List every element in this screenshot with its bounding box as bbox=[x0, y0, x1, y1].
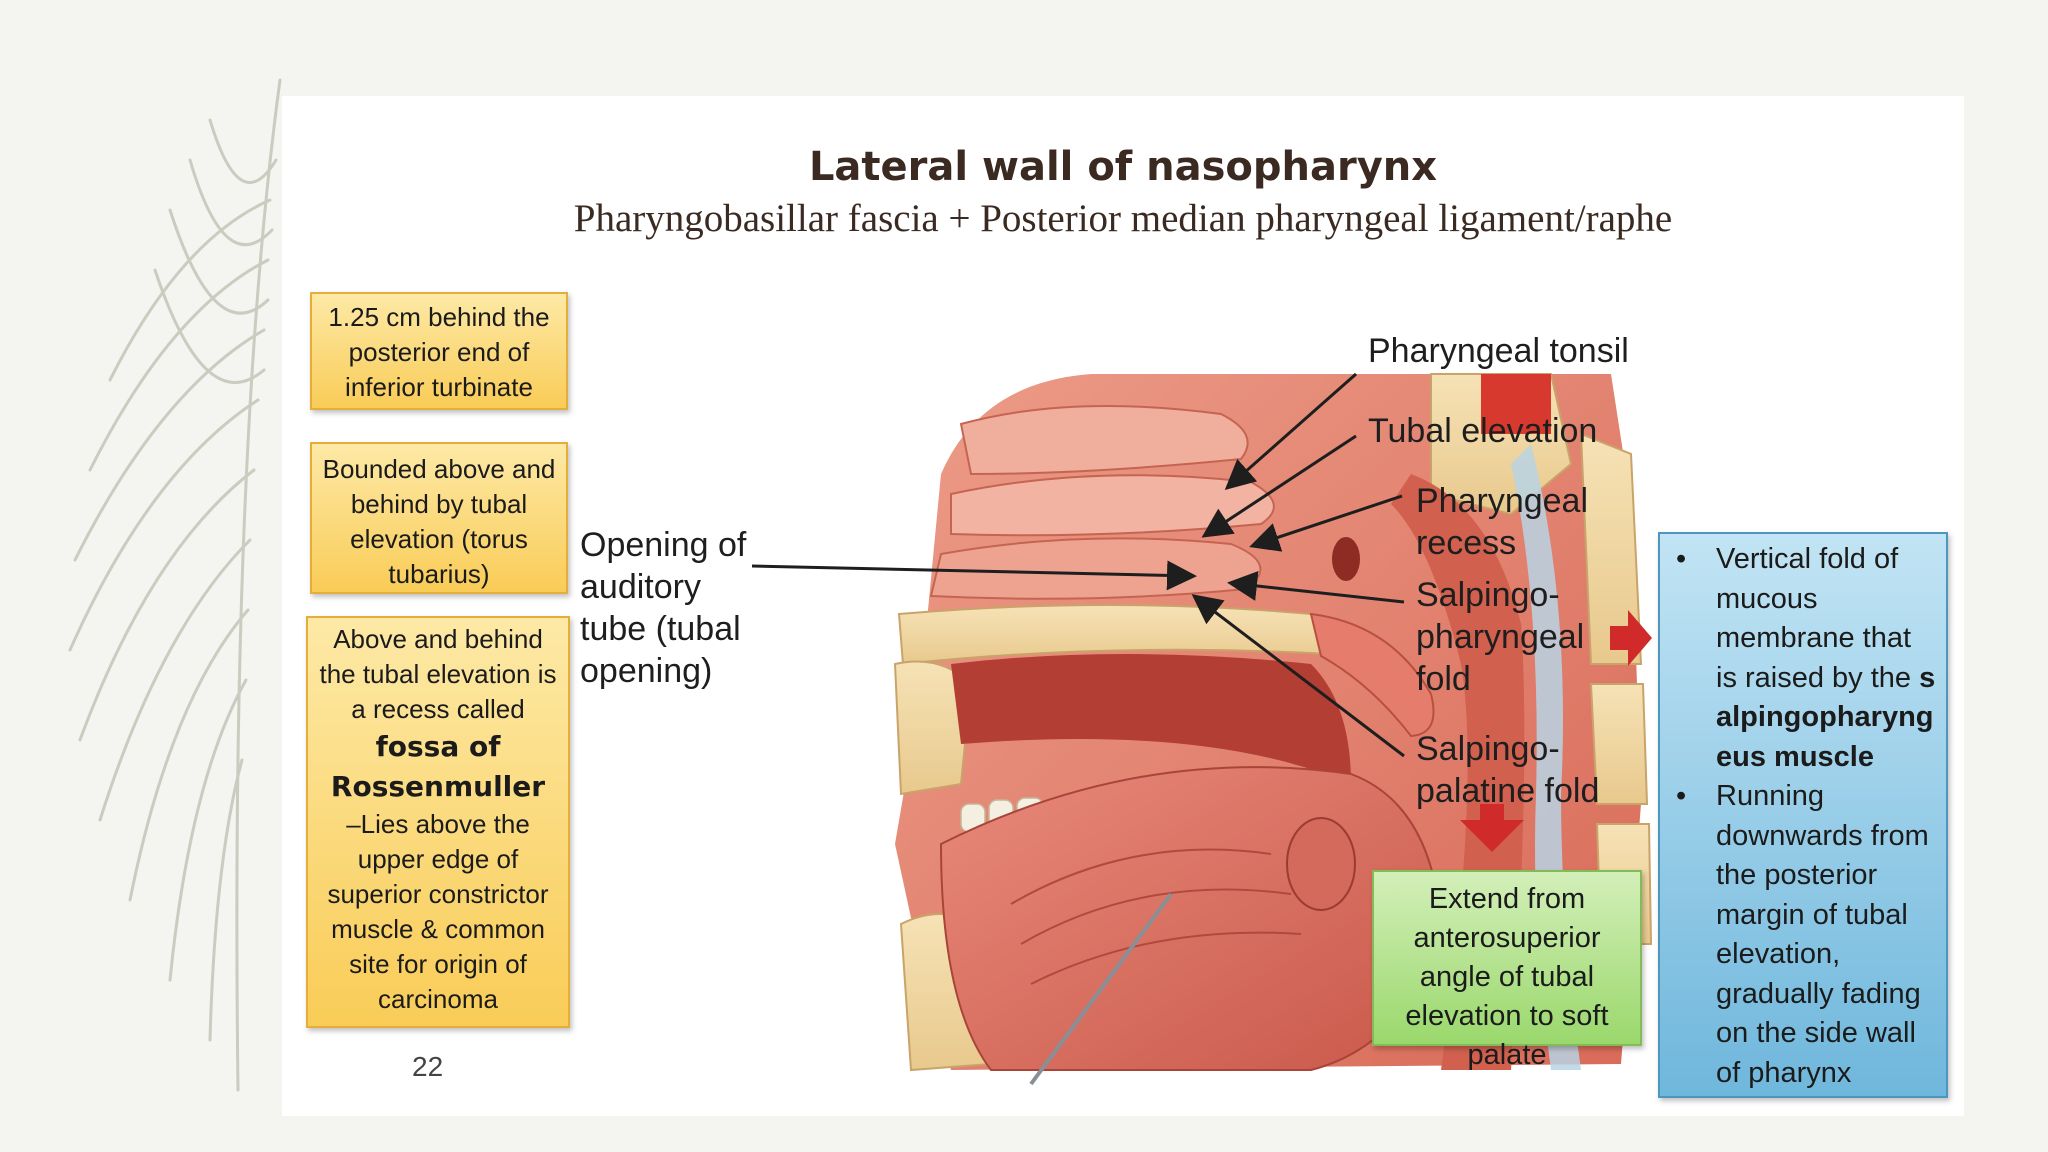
salpingopalatine-note-text: Extend from anterosuperior angle of tuba… bbox=[1405, 883, 1609, 1071]
label-salpingopharyngeal-fold: Salpingo-pharyngeal fold bbox=[1416, 576, 1585, 698]
blue-bullet-1-bold: salpingopharyngeus muscle bbox=[1716, 661, 1936, 773]
fossa-description-text: –Lies above the upper edge of superior c… bbox=[327, 809, 549, 1014]
label-tubal-elevation: Tubal elevation bbox=[1368, 412, 1598, 450]
tubal-elevation-note-text: Bounded above and behind by tubal elevat… bbox=[322, 454, 556, 589]
tubal-elevation-note-box: Bounded above and behind by tubal elevat… bbox=[310, 442, 568, 594]
turbinate-note-box: 1.25 cm behind the posterior end of infe… bbox=[310, 292, 568, 410]
fossa-rossenmuller-box: Above and behind the tubal elevation is … bbox=[306, 616, 570, 1028]
salpingopharyngeal-note-box: Vertical fold of mucous membrane that is… bbox=[1658, 532, 1948, 1098]
slide-card: Lateral wall of nasopharynx Pharyngobasi… bbox=[282, 96, 1964, 1116]
slide-title: Lateral wall of nasopharynx bbox=[808, 144, 1438, 190]
turbinate-note-text: 1.25 cm behind the posterior end of infe… bbox=[328, 302, 550, 402]
blue-bullet-2-text: Running downwards from the posterior mar… bbox=[1716, 780, 1929, 1089]
label-salpingopalatine-fold: Salpingo-palatine fold bbox=[1416, 730, 1600, 810]
salpingopalatine-note-box: Extend from anterosuperior angle of tuba… bbox=[1372, 870, 1642, 1071]
label-pharyngeal-tonsil: Pharyngeal tonsil bbox=[1368, 332, 1629, 370]
fossa-bold-term: fossa of Rossenmuller bbox=[330, 730, 546, 803]
label-auditory-tube-opening: Opening of auditory tube (tubal opening) bbox=[580, 526, 747, 690]
palm-leaf-decoration bbox=[68, 78, 282, 1092]
fossa-intro-text: Above and behind the tubal elevation is … bbox=[319, 624, 557, 724]
page-number: 22 bbox=[412, 1051, 444, 1082]
blue-bullet-1-text: Vertical fold of mucous membrane that is… bbox=[1716, 543, 1912, 694]
blue-bullet-2: Running downwards from the posterior mar… bbox=[1676, 777, 1938, 1093]
slide-subtitle: Pharyngobasillar fascia + Posterior medi… bbox=[573, 197, 1673, 240]
blue-bullet-1: Vertical fold of mucous membrane that is… bbox=[1676, 540, 1938, 777]
label-pharyngeal-recess: Pharyngeal recess bbox=[1416, 482, 1589, 562]
